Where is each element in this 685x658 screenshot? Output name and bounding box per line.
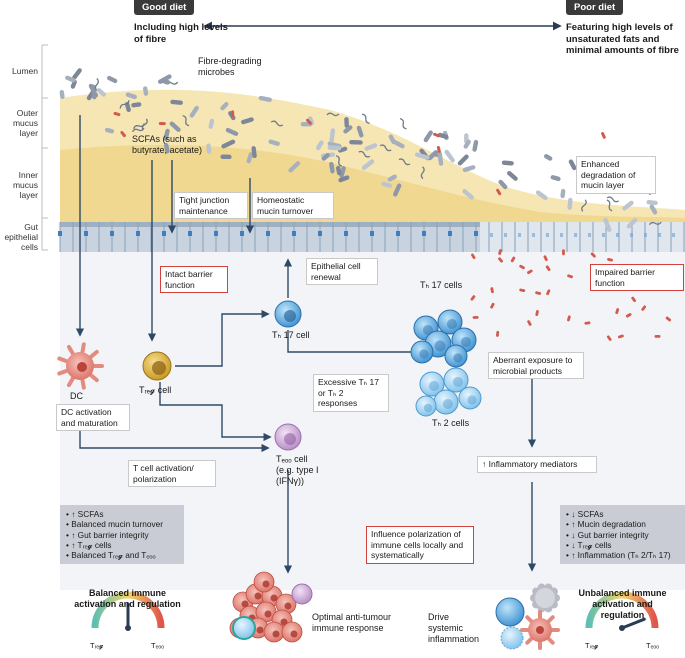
layer-label-inner-mucus: Inner mucus layer xyxy=(12,170,38,200)
unbalanced-title: Unbalanced immune activation and regulat… xyxy=(578,588,667,620)
dc-label: DC xyxy=(70,391,83,401)
good-effect-item: • Balanced Tᵣₑ𝓰 and Tₑₒₒ xyxy=(66,550,156,561)
layer-bracket xyxy=(41,44,48,251)
layer-label-gut-epithelial: Gut epithelial cells xyxy=(4,222,38,252)
influence-polarization-box: Influence polarization of immune cells l… xyxy=(366,526,474,564)
poor-effect-item: • ↑ Mucin degradation xyxy=(566,519,646,530)
arrow-th17-to-cluster xyxy=(287,330,420,357)
th2-cluster-graphic xyxy=(415,367,482,417)
good-effects-box: • ↑ SCFAs • Balanced mucin turnover • ↑ … xyxy=(60,505,184,565)
layer-label-lumen: Lumen xyxy=(12,66,38,76)
good-diet-badge: Good diet xyxy=(134,0,195,15)
arrow-treg-to-teff xyxy=(159,382,272,442)
poor-effect-item: • ↓ Gut barrier integrity xyxy=(566,529,649,540)
th17-cell-label: Tₕ 17 cell xyxy=(272,330,310,340)
poor-diet-description: Featuring high levels of unsaturated fat… xyxy=(566,22,679,56)
gauge-treg-label-right: Tᵣₑ𝓰 xyxy=(585,641,599,650)
poor-effect-item: • ↑ Inflammation (Tₕ 2/Tₕ 17) xyxy=(566,550,671,561)
epithelial-renewal-box: Epithelial cell renewal xyxy=(306,258,378,285)
good-effect-item: • ↑ SCFAs xyxy=(66,509,104,519)
impaired-barrier-box: Impaired barrier function xyxy=(590,264,684,291)
layer-label-outer-mucus: Outer mucus layer xyxy=(12,108,38,138)
good-effect-item: • Balanced mucin turnover xyxy=(66,519,163,530)
scfa-label: SCFAs (such as butyrate, acetate) xyxy=(132,134,203,155)
aberrant-exposure-box: Aberrant exposure to microbial products xyxy=(488,352,584,379)
t-activation-box: T cell activation/ polarization xyxy=(128,460,216,487)
th17-cluster-graphic xyxy=(410,309,477,368)
good-effect-item: • ↑ Gut barrier integrity xyxy=(66,529,149,540)
good-effect-item: • ↑ Tᵣₑ𝓰 cells xyxy=(66,539,112,550)
good-diet-description: Including high levels of fibre xyxy=(134,22,228,45)
tight-junction-box: Tight junction maintenance xyxy=(174,192,248,219)
poor-effect-item: • ↓ SCFAs xyxy=(566,509,604,519)
arrow-dc-to-teff xyxy=(79,425,270,453)
poor-effect-item: • ↓ Tᵣₑ𝓰 cells xyxy=(566,539,612,550)
gauge-teff-label-right: Tₑₒₒ xyxy=(646,641,660,650)
tumour-graphic xyxy=(229,571,313,643)
poor-effects-box: • ↓ SCFAs • ↑ Mucin degradation • ↓ Gut … xyxy=(560,505,685,565)
fibre-microbes-label: Fibre-degrading microbes xyxy=(198,56,262,77)
th17-cells-label: Tₕ 17 cells xyxy=(420,280,463,290)
excessive-response-box: Excessive Tₕ 17 or Tₕ 2 responses xyxy=(313,374,389,412)
homeostatic-mucin-box: Homeostatic mucin turnover xyxy=(252,192,334,219)
drive-inflammation-label: Drive systemic inflammation xyxy=(428,612,480,644)
systemic-cells-graphic xyxy=(495,583,560,650)
optimal-response-label: Optimal anti-tumour immune response xyxy=(312,612,392,633)
teff-cell-label: Tₑₒₒ cell (e.g. type I (IFNγ)) xyxy=(276,454,319,486)
arrow-treg-to-th17 xyxy=(175,309,270,367)
dc-activation-box: DC activation and maturation xyxy=(56,404,130,431)
treg-cell-graphic xyxy=(142,351,172,381)
th17-cell-graphic xyxy=(274,300,302,328)
gauge-treg-label-left: Tᵣₑ𝓰 xyxy=(90,641,104,650)
inflammatory-mediators-box: ↑ Inflammatory mediators xyxy=(477,456,597,473)
balanced-title: Balanced immune activation and regulatio… xyxy=(74,588,181,609)
th2-cells-label: Tₕ 2 cells xyxy=(432,418,470,428)
enhanced-degradation-box: Enhanced degradation of mucin layer xyxy=(576,156,656,194)
dc-cell-graphic xyxy=(57,342,104,390)
intact-barrier-box: Intact barrier function xyxy=(160,266,228,293)
gauge-teff-label-left: Tₑₒₒ xyxy=(151,641,165,650)
teff-cell-graphic xyxy=(274,423,302,451)
unbalanced-gauge xyxy=(585,591,659,631)
treg-cell-label: Tᵣₑ𝓰 cell xyxy=(139,385,172,395)
poor-diet-badge: Poor diet xyxy=(566,0,624,15)
balanced-gauge xyxy=(91,591,165,631)
